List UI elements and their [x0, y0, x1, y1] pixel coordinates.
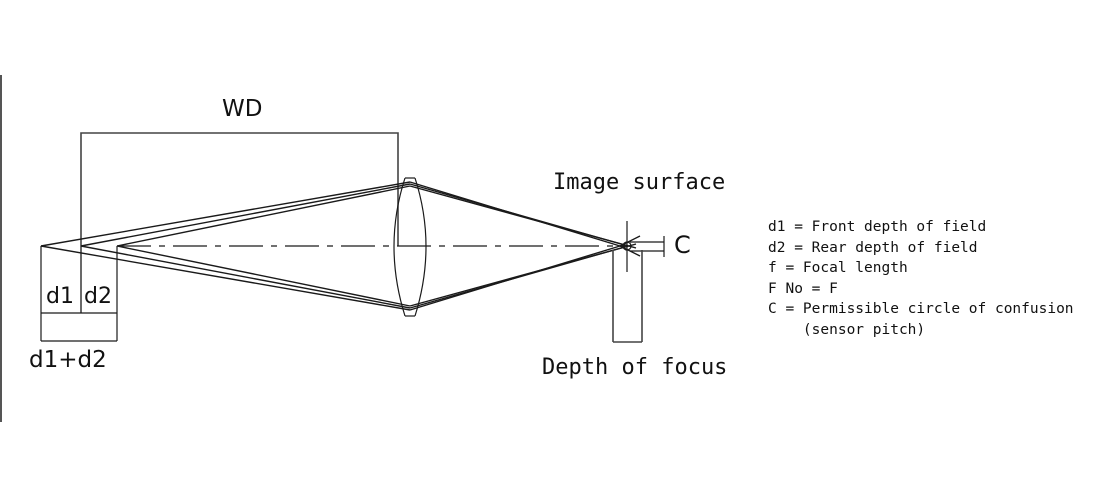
- front-depth-label: d1: [46, 284, 74, 309]
- rear-depth-label: d2: [84, 284, 112, 309]
- legend-item-sensor-pitch: (sensor pitch): [768, 321, 926, 338]
- legend-item-focal-length: f = Focal length: [768, 260, 908, 277]
- working-distance-label: WD: [222, 96, 263, 122]
- legend-item-f-number: F No = F: [768, 280, 838, 297]
- wd-bracket: [80, 132, 399, 313]
- legend: d1 = Front depth of field d2 = Rear dept…: [768, 217, 1074, 341]
- circle-of-confusion-bracket: [630, 236, 665, 257]
- lens-icon: [393, 177, 427, 317]
- image-surface-label: Image surface: [553, 170, 726, 195]
- depth-of-focus-box: [612, 250, 643, 343]
- legend-item-front-depth: d1 = Front depth of field: [768, 219, 987, 235]
- depth-of-field-brackets: [40, 246, 118, 342]
- depth-of-focus-label: Depth of focus: [542, 355, 728, 380]
- legend-item-rear-depth: d2 = Rear depth of field: [768, 239, 978, 256]
- legend-item-circle-of-confusion: C = Permissible circle of confusion: [768, 301, 1074, 318]
- total-depth-label: d1+d2: [29, 347, 107, 373]
- image-surface-marker: [622, 221, 632, 272]
- circle-of-confusion-label: C: [674, 231, 691, 259]
- object-side-rays: [40, 181, 411, 311]
